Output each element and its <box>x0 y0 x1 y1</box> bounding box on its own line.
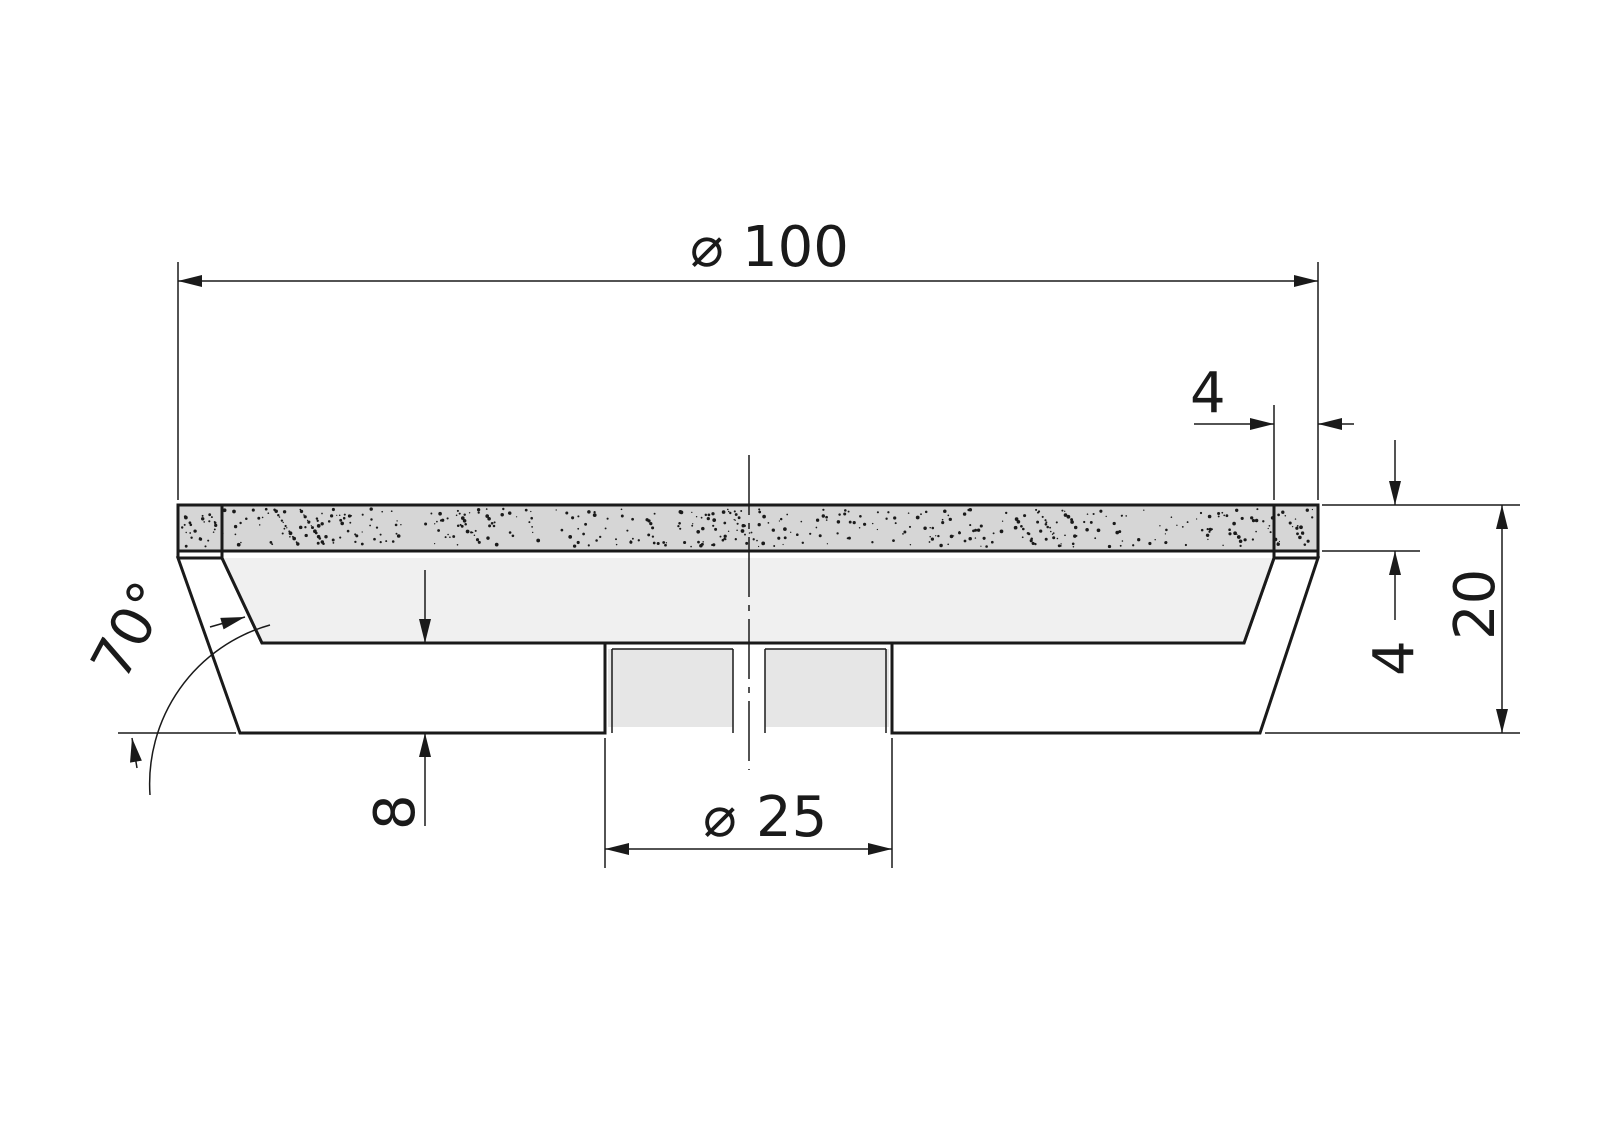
dim-base-thickness: 8 <box>363 570 431 830</box>
rim-height-label: 4 <box>1362 640 1427 676</box>
dim-angle: 70° <box>79 571 271 796</box>
rim-width-label: 4 <box>1190 361 1226 426</box>
dim-outer-diameter: ⌀ 100 <box>177 215 1319 500</box>
center-bore <box>603 643 894 733</box>
dim-total-height: 20 <box>1265 504 1520 734</box>
dim-bore-diameter: ⌀ 25 <box>604 738 893 868</box>
base-thickness-label: 8 <box>363 794 428 830</box>
dim-rim-width: 4 <box>1190 361 1354 500</box>
bore-diameter-symbol: ⌀ <box>703 785 737 850</box>
angle-label: 70° <box>79 571 183 689</box>
bore-diameter-label: 25 <box>756 785 827 850</box>
abrasive-layer <box>176 503 1320 558</box>
total-height-label: 20 <box>1443 569 1508 640</box>
abrasive-speckles <box>181 507 1314 549</box>
outer-diameter-label: 100 <box>742 215 849 280</box>
dim-rim-height: 4 <box>1322 440 1427 676</box>
inner-cavity <box>222 558 1274 643</box>
diameter-symbol: ⌀ <box>690 215 724 280</box>
